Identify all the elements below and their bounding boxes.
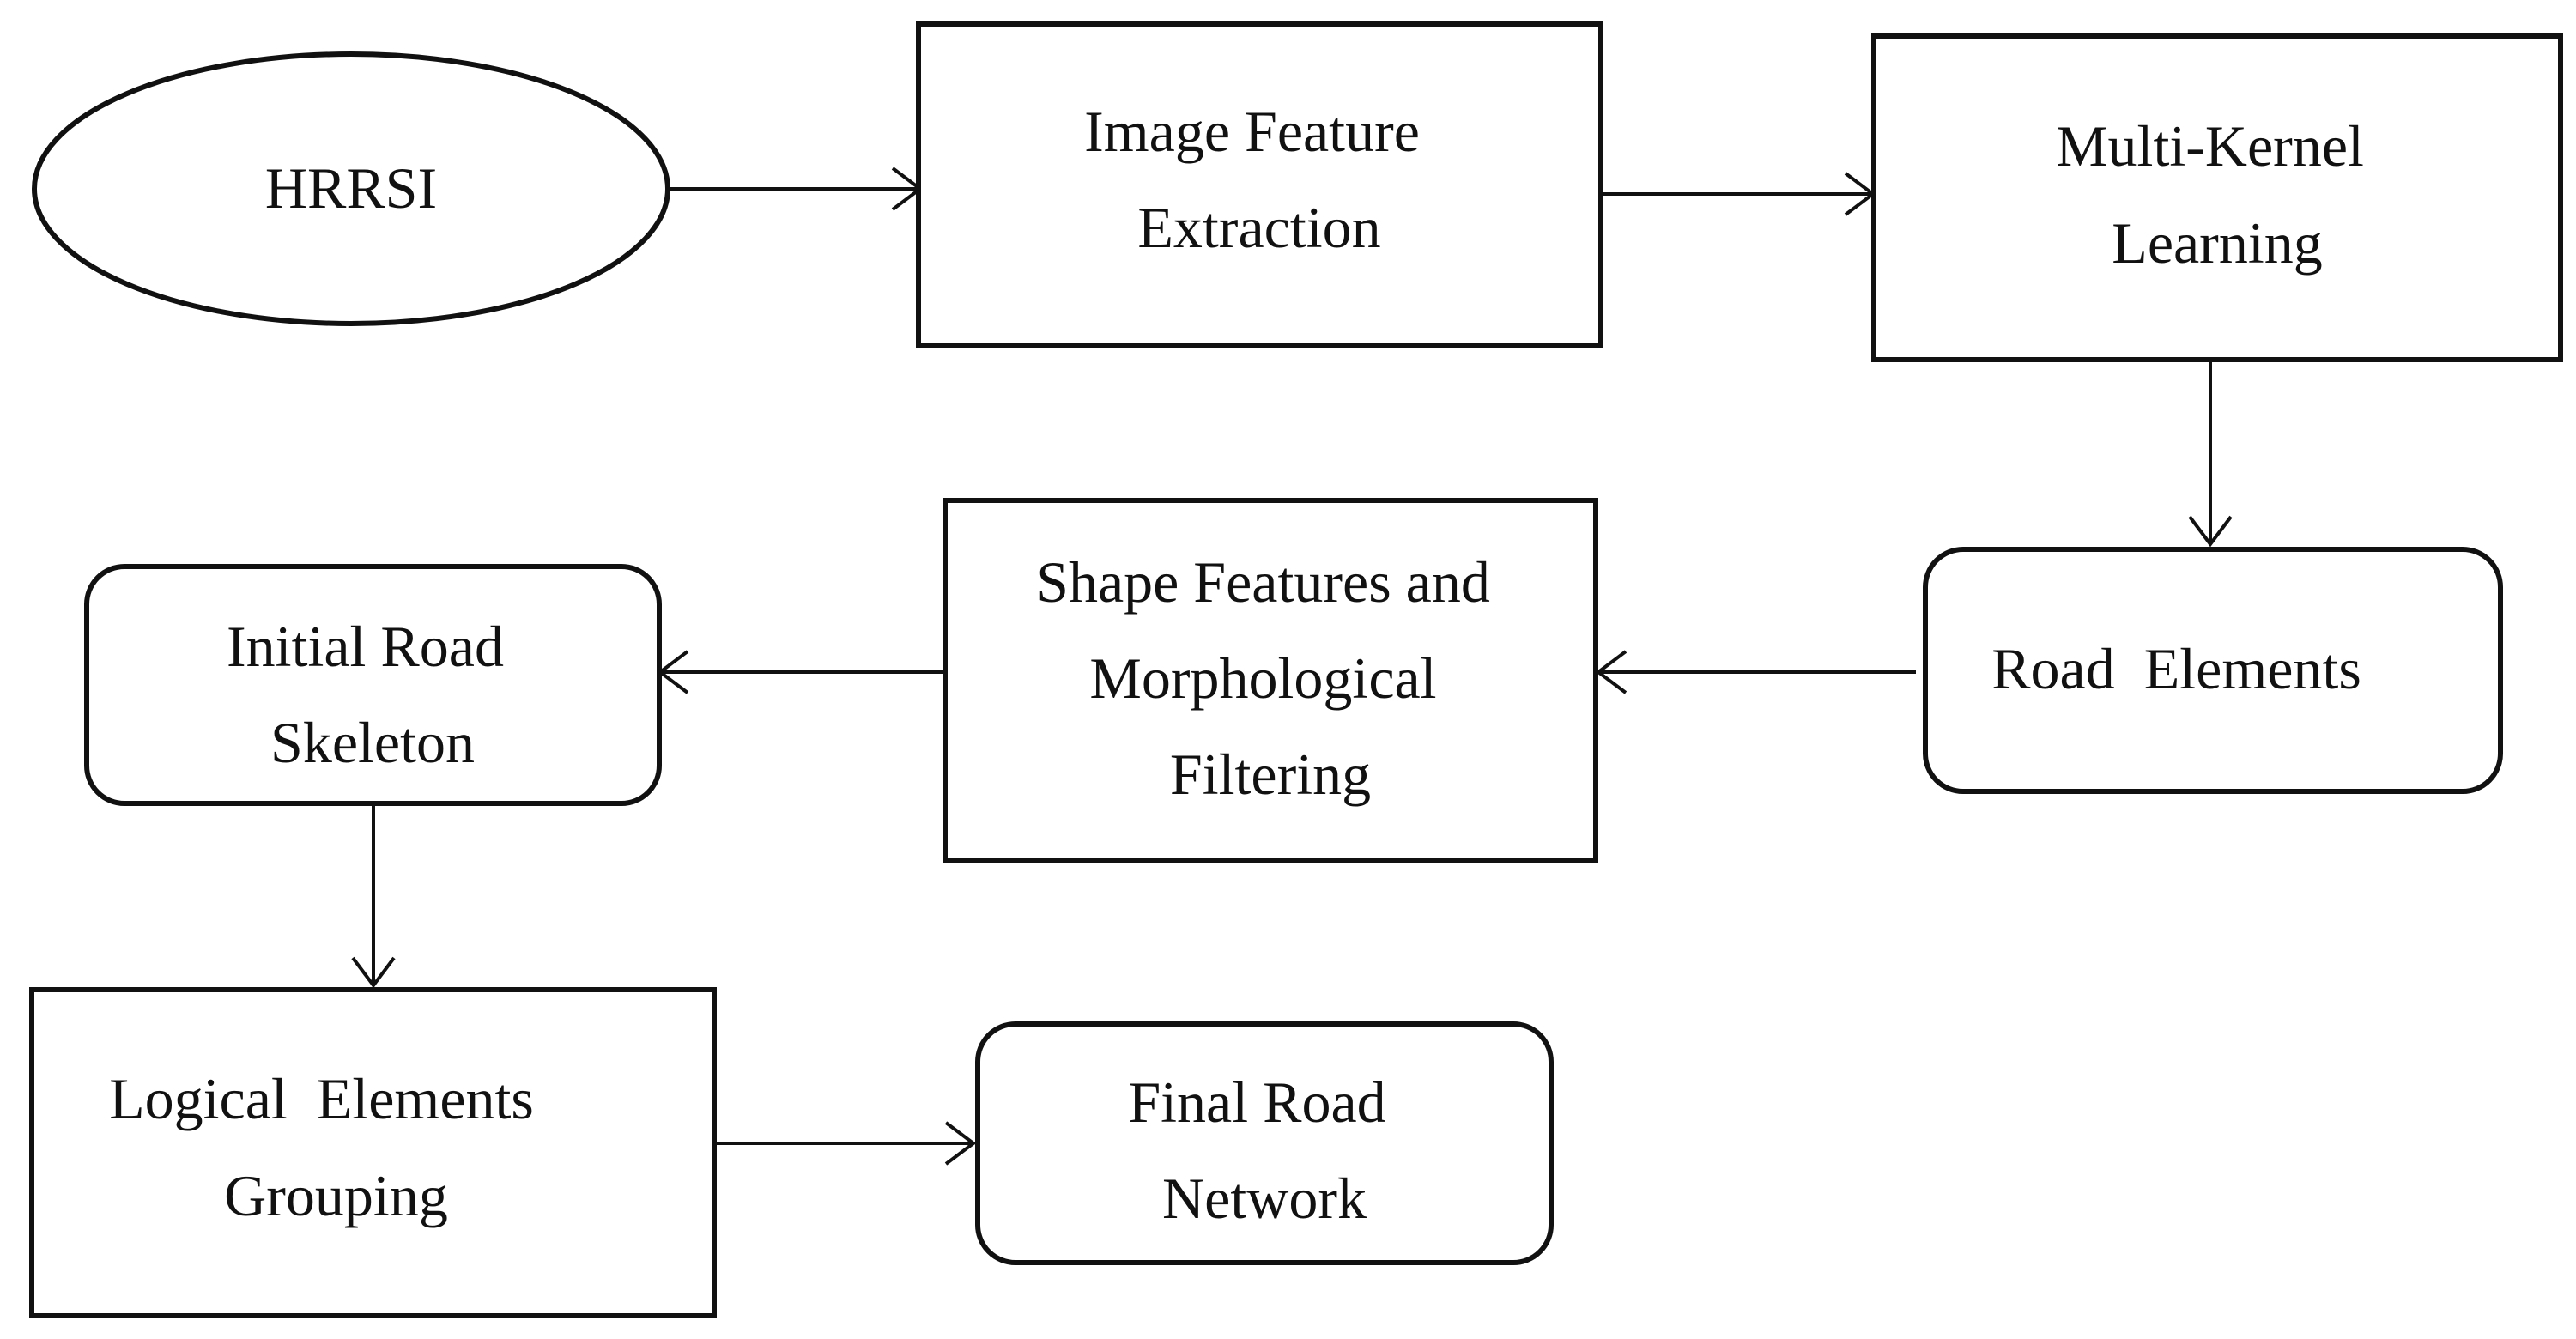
edge-hrrsi-to-image-feature-extraction [669,167,924,211]
node-logical-elements-grouping: Logical Elements Grouping [29,987,717,1318]
node-image-feature-extraction-line-1: Image Feature [1084,99,1420,164]
node-hrrsi-line-1: HRRSI [265,155,437,221]
node-multi-kernel-learning-shape [1871,33,2563,362]
node-final-road-network-label: Final Road Network [1128,1069,1400,1231]
edge-logical-elements-grouping-to-final-road-network [716,1121,977,1166]
node-initial-road-skeleton: Initial Road Skeleton [84,564,662,806]
node-road-elements-line-1: Road Elements [1991,636,2361,701]
node-shape-features-filtering-line-2: Morphological [1089,645,1436,711]
node-shape-features-filtering-label: Shape Features and Morphological Filteri… [1036,549,1505,807]
edge-image-feature-extraction-to-multi-kernel-learning [1602,172,1876,216]
node-image-feature-extraction-shape [916,21,1603,348]
node-initial-road-skeleton-label: Initial Road Skeleton [227,614,518,775]
node-road-elements-shape [1923,547,2503,794]
node-hrrsi: HRRSI [32,52,670,326]
node-hrrsi-shape [32,52,670,326]
node-image-feature-extraction-line-2: Extraction [1137,195,1380,260]
node-logical-elements-grouping-line-2: Grouping [224,1163,448,1228]
node-multi-kernel-learning-line-2: Learning [2112,210,2322,276]
node-final-road-network-line-2: Network [1162,1166,1367,1231]
node-initial-road-skeleton-shape [84,564,662,806]
node-initial-road-skeleton-line-2: Skeleton [270,710,475,775]
node-shape-features-filtering: Shape Features and Morphological Filteri… [943,498,1598,863]
node-image-feature-extraction-label: Image Feature Extraction [1084,99,1434,260]
node-image-feature-extraction: Image Feature Extraction [916,21,1603,348]
edge-road-elements-to-shape-features-filtering [1595,650,1916,694]
node-multi-kernel-learning-label: Multi-Kernel Learning [2056,113,2379,276]
edge-shape-features-filtering-to-initial-road-skeleton [657,650,944,694]
node-road-elements: Road Elements [1923,547,2503,794]
edge-multi-kernel-learning-to-road-elements [2188,360,2233,548]
edges [351,167,2233,1166]
node-hrrsi-label: HRRSI [265,155,437,221]
edge-initial-road-skeleton-to-logical-elements-grouping [351,805,396,989]
node-multi-kernel-learning-line-1: Multi-Kernel [2056,113,2364,179]
node-shape-features-filtering-line-1: Shape Features and [1036,549,1490,615]
node-logical-elements-grouping-shape [29,987,717,1318]
node-initial-road-skeleton-line-1: Initial Road [227,614,504,679]
node-shape-features-filtering-line-3: Filtering [1170,742,1371,807]
node-multi-kernel-learning: Multi-Kernel Learning [1871,33,2563,362]
node-shape-features-filtering-shape [943,498,1598,863]
node-final-road-network-shape [975,1021,1554,1265]
node-final-road-network-line-1: Final Road [1128,1069,1385,1135]
node-road-elements-label: Road Elements [1991,636,2434,701]
node-final-road-network: Final Road Network [975,1021,1554,1265]
node-logical-elements-grouping-label: Logical Elements Grouping [109,1066,636,1228]
node-logical-elements-grouping-line-1: Logical Elements [109,1066,534,1131]
